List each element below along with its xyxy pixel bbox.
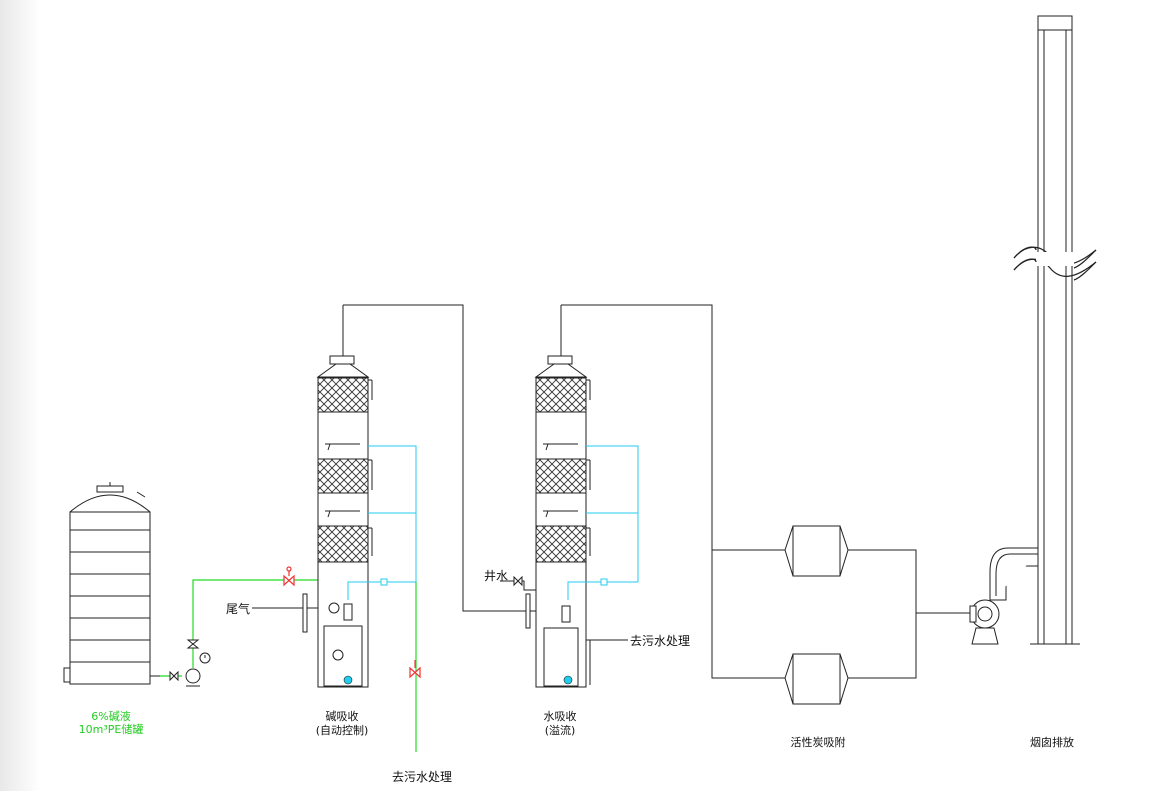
left-edge-shade [0,0,40,791]
alkali-absorber-label-line1: 碱吸收 [325,710,359,723]
gas-duct-3 [848,549,917,679]
chimney [1030,15,1080,645]
gas-duct-1 [343,304,528,612]
alkali-storage-tank [63,482,160,685]
storage-tank-label-line1: 6%碱液 [91,710,131,723]
storage-tank-label-line2: 10m³PE储罐 [78,723,144,736]
water-absorber-label-line1: 水吸收 [543,710,577,723]
water-absorber-label: 水吸收 (溢流) [544,710,577,738]
alkali-absorption-tower [302,305,373,688]
water-absorber-label-line2: (溢流) [544,724,576,737]
gas-duct-2 [561,304,785,679]
level-sensor-icon [563,675,573,685]
water-absorption-tower [500,305,591,688]
tail-gas-label: 尾气 [226,602,251,616]
well-water-label: 井水 [484,569,509,583]
wastewater-label-2: 去污水处理 [630,634,691,648]
chimney-label: 烟囱排放 [1030,736,1074,749]
break-mark-icon [1013,246,1097,281]
spray-line-tower-2 [567,445,639,600]
pressure-gauge-icon [328,602,353,661]
alkali-absorber-label: 碱吸收 (自动控制) [316,710,369,738]
valve-icon [409,660,421,679]
storage-tank-label: 6%碱液 10m³PE储罐 [79,710,144,736]
valve-icon [283,566,295,587]
fan-icon [969,547,1039,645]
pump-icon [185,652,211,687]
spray-line-tower-1 [347,445,417,600]
alkali-absorber-label-line2: (自动控制) [315,724,369,737]
valve-icon [513,575,523,587]
wastewater-label-1: 去污水处理 [392,770,453,784]
valve-icon [169,639,200,682]
pump-icon [561,605,571,623]
activated-carbon-label: 活性炭吸附 [790,736,846,749]
level-sensor-icon [343,675,353,685]
activated-carbon-adsorber [784,525,849,705]
